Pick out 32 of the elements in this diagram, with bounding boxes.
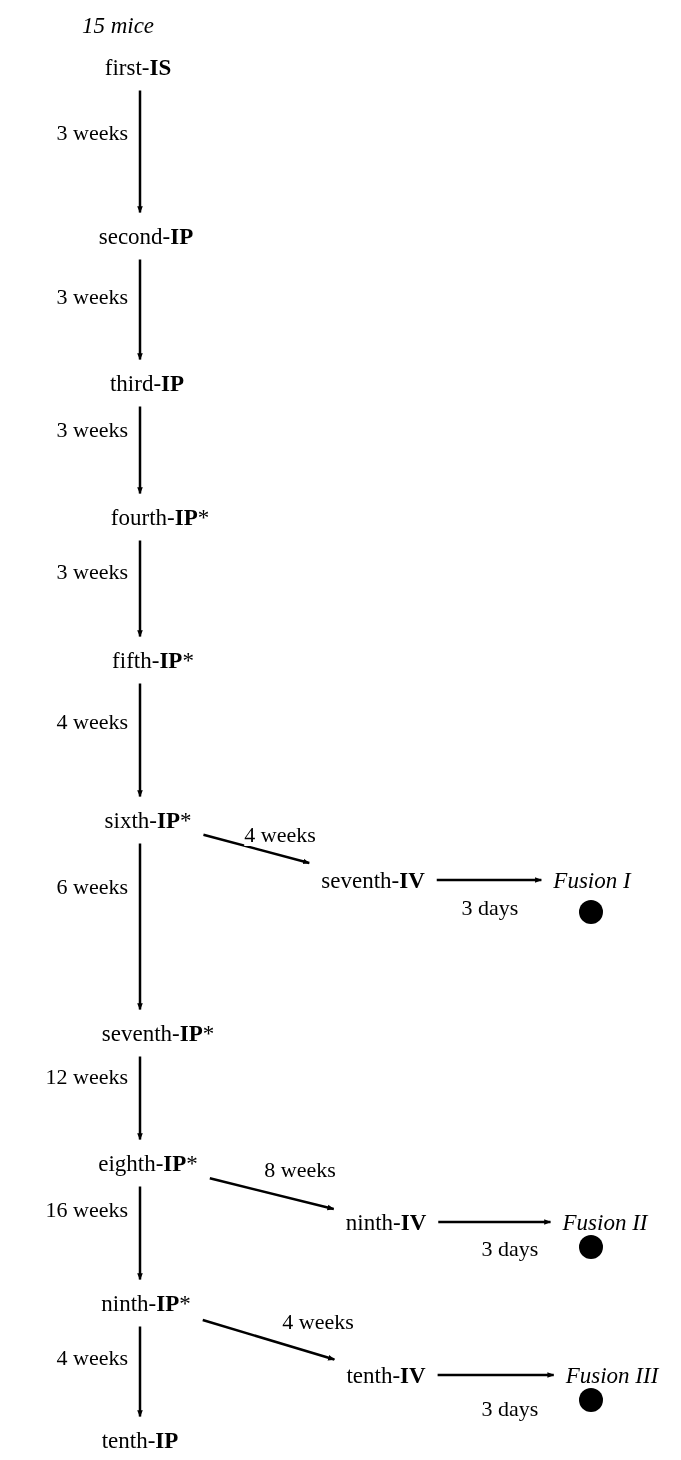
arrow xyxy=(203,833,310,865)
step-label: fourth-IP* xyxy=(110,505,210,529)
step-label: third-IP xyxy=(109,371,185,395)
step-label: sixth-IP* xyxy=(104,808,192,832)
group-size-note: 15 mice xyxy=(81,13,155,37)
step-label: seventh-IP* xyxy=(101,1021,215,1045)
arrow xyxy=(137,683,143,798)
step-label: seventh-IV xyxy=(321,868,425,892)
arrow xyxy=(137,1326,143,1418)
step-label: Fusion II xyxy=(562,1210,648,1234)
arrow xyxy=(137,406,143,495)
arrow xyxy=(438,1219,552,1225)
step-label: Fusion I xyxy=(553,868,631,892)
step-label: eighth-IP* xyxy=(98,1151,198,1175)
arrow xyxy=(137,90,143,214)
arrow xyxy=(137,259,143,361)
step-label: tenth-IP xyxy=(101,1428,179,1452)
arrow xyxy=(437,1372,555,1378)
step-label: first-IS xyxy=(104,55,172,79)
arrow xyxy=(202,1318,336,1361)
step-label: fifth-IP* xyxy=(112,648,194,672)
arrow xyxy=(137,1056,143,1141)
arrow xyxy=(137,1186,143,1281)
step-label: ninth-IP* xyxy=(101,1291,191,1315)
arrow xyxy=(436,877,543,883)
step-label: second-IP xyxy=(98,224,194,248)
step-label: ninth-IV xyxy=(345,1210,427,1234)
arrow xyxy=(209,1177,335,1211)
step-label: tenth-IV xyxy=(346,1363,426,1387)
arrow xyxy=(137,843,143,1011)
arrow xyxy=(137,540,143,638)
step-label: Fusion III xyxy=(565,1363,659,1387)
